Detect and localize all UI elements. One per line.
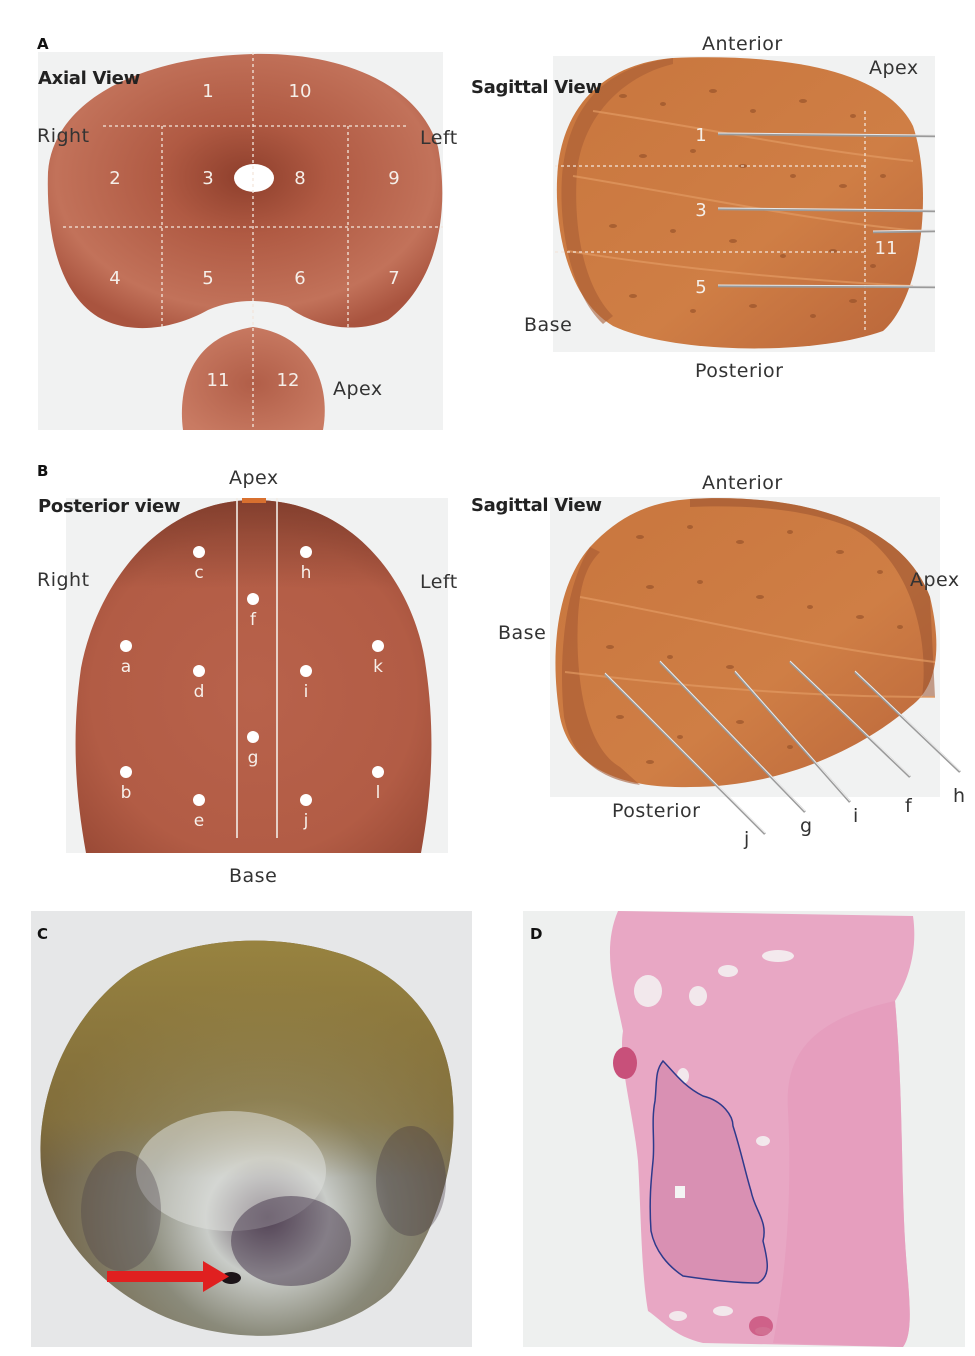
biopsy-point-j xyxy=(300,794,312,806)
axial-zone-3: 3 xyxy=(202,168,213,189)
biopsy-point-i xyxy=(300,665,312,677)
needle-label-g: g xyxy=(800,815,813,837)
biopsy-point-k xyxy=(372,640,384,652)
axial-zone-5: 5 xyxy=(202,268,213,289)
sagittal-a-zone-11: 11 xyxy=(875,238,898,259)
posterior-apex-label: Apex xyxy=(229,467,279,489)
axial-apex-label: Apex xyxy=(333,378,383,400)
gross-specimen-photo xyxy=(31,911,472,1347)
axial-zone-2: 2 xyxy=(109,168,120,189)
panel-c-label: C xyxy=(37,925,48,943)
axial-zone-8: 8 xyxy=(294,168,305,189)
specimen-photo-panel xyxy=(31,911,472,1347)
needle-label-h: h xyxy=(953,785,966,807)
sagittal-a-body xyxy=(557,57,923,348)
sagittal-b-base-label: Base xyxy=(498,622,546,644)
histology-slide-image xyxy=(523,911,965,1347)
posterior-left-label: Left xyxy=(420,571,458,593)
panel-a-label: A xyxy=(37,35,49,53)
sagittal-b-apex-label: Apex xyxy=(910,569,960,591)
sagittal-a-zone-5: 5 xyxy=(695,277,706,298)
svg-text:i: i xyxy=(304,682,309,702)
panel-b-label: B xyxy=(37,462,48,480)
biopsy-point-c xyxy=(193,546,205,558)
svg-text:b: b xyxy=(121,783,132,803)
sagittal-a-posterior-label: Posterior xyxy=(695,360,783,382)
posterior-right-label: Right xyxy=(37,569,90,591)
axial-zone-10: 10 xyxy=(289,81,312,102)
biopsy-point-a xyxy=(120,640,132,652)
sagittal-a-anterior-label: Anterior xyxy=(702,33,783,55)
biopsy-point-h xyxy=(300,546,312,558)
svg-text:j: j xyxy=(303,811,309,831)
histology-panel xyxy=(523,911,965,1347)
urethra-hole xyxy=(234,164,274,192)
posterior-prostate-illustration: c h f a k d i g b l e j xyxy=(66,498,448,853)
axial-zone-7: 7 xyxy=(388,268,399,289)
biopsy-point-g xyxy=(247,731,259,743)
axial-zone-11: 11 xyxy=(207,370,230,391)
svg-text:l: l xyxy=(376,783,381,803)
sagittal-a-apex-label: Apex xyxy=(869,57,919,79)
axial-zone-4: 4 xyxy=(109,268,120,289)
sagittal-a-base-label: Base xyxy=(524,314,572,336)
panel-d-label: D xyxy=(530,925,542,943)
svg-text:f: f xyxy=(250,610,257,630)
axial-zone-1: 1 xyxy=(202,81,213,102)
sagittal-a-zone-1: 1 xyxy=(695,125,706,146)
sagittal-a-zone-3: 3 xyxy=(695,200,706,221)
svg-text:e: e xyxy=(194,811,204,831)
axial-zone-12: 12 xyxy=(277,370,300,391)
axial-view-panel: 1 10 2 3 8 9 4 5 6 7 11 12 xyxy=(38,52,443,430)
biopsy-point-l xyxy=(372,766,384,778)
axial-right-label: Right xyxy=(37,125,90,147)
svg-text:d: d xyxy=(194,682,205,702)
axial-prostate-illustration: 1 10 2 3 8 9 4 5 6 7 11 12 xyxy=(38,52,443,430)
sagittal-b-title: Sagittal View xyxy=(471,495,602,516)
posterior-view-panel: c h f a k d i g b l e j xyxy=(66,498,448,853)
svg-text:g: g xyxy=(248,748,259,768)
sagittal-b-posterior-label: Posterior xyxy=(612,800,700,822)
svg-text:k: k xyxy=(373,657,383,677)
biopsy-point-e xyxy=(193,794,205,806)
posterior-view-title: Posterior view xyxy=(38,496,180,517)
sagittal-view-a-panel: 1 3 11 5 xyxy=(553,56,935,352)
svg-text:c: c xyxy=(194,563,203,583)
biopsy-point-f xyxy=(247,593,259,605)
needle-label-f: f xyxy=(905,795,912,817)
svg-text:a: a xyxy=(121,657,131,677)
svg-text:h: h xyxy=(301,563,312,583)
axial-prostate-body xyxy=(48,54,443,328)
sagittal-b-anterior-label: Anterior xyxy=(702,472,783,494)
sagittal-a-title: Sagittal View xyxy=(471,77,602,98)
sagittal-prostate-a-illustration: 1 3 11 5 xyxy=(553,56,935,352)
biopsy-point-b xyxy=(120,766,132,778)
needle-label-i: i xyxy=(853,805,859,827)
axial-zone-9: 9 xyxy=(388,168,399,189)
axial-zone-6: 6 xyxy=(294,268,305,289)
axial-left-label: Left xyxy=(420,127,458,149)
biopsy-point-d xyxy=(193,665,205,677)
axial-view-title: Axial View xyxy=(38,68,140,89)
posterior-base-label: Base xyxy=(229,865,277,887)
needle-label-j: j xyxy=(744,828,750,850)
